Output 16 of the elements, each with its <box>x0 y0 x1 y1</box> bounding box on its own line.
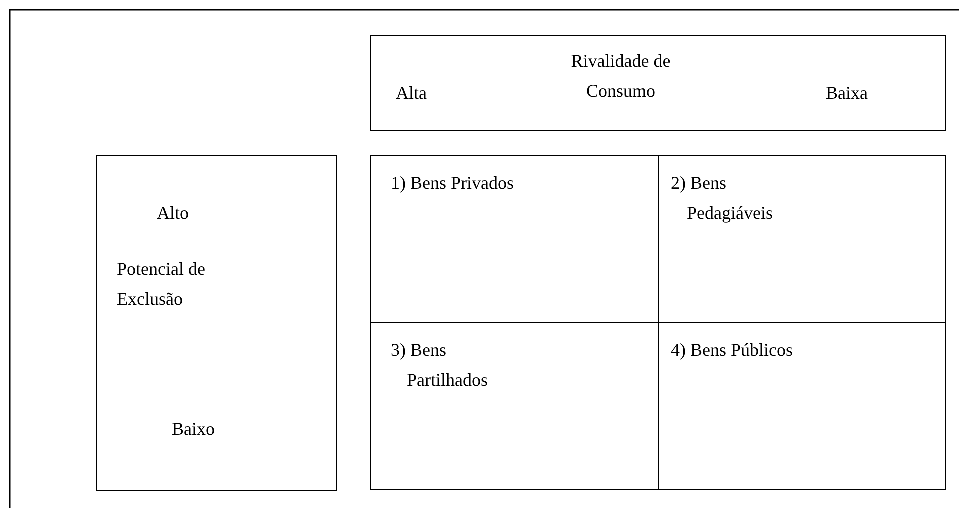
header-box <box>370 35 946 131</box>
category-label: 2) Bens Pedagiáveis <box>671 172 774 225</box>
axis-title: Potencial de Exclusão <box>117 258 206 311</box>
axis-value: Baixo <box>172 418 216 441</box>
category-label: 3) Bens Partilhados <box>391 339 489 392</box>
matrix-cell <box>370 155 659 323</box>
matrix-cell <box>370 322 659 490</box>
matrix-cell <box>658 322 946 490</box>
axis-value: Alto <box>157 202 190 225</box>
matrix-cell <box>658 155 946 323</box>
category-label: 1) Bens Privados <box>391 172 515 195</box>
header-box <box>96 155 337 491</box>
axis-title: Rivalidade de Consumo <box>571 50 671 103</box>
axis-value: Alta <box>396 82 428 105</box>
axis-value: Baixa <box>826 82 869 105</box>
category-label: 4) Bens Públicos <box>671 339 794 362</box>
